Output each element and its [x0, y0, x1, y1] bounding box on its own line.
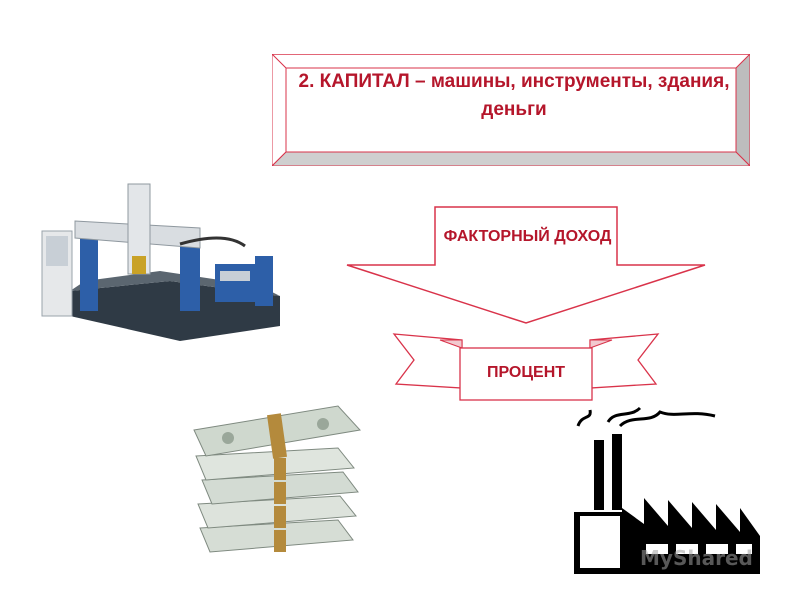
interest-ribbon: [392, 333, 660, 401]
machine-image: [30, 176, 300, 346]
title-box-frame: [272, 54, 750, 166]
watermark: MyShared: [640, 546, 753, 570]
interest-label: ПРОЦЕНТ: [486, 364, 566, 381]
factory-icon: [574, 406, 760, 574]
slide-title: 2. КАПИТАЛ – машины, инструменты, здания…: [298, 71, 730, 120]
money-image: [193, 405, 361, 553]
factor-income-label: ФАКТОРНЫЙ ДОХОД: [443, 228, 612, 245]
title-box: 2. КАПИТАЛ – машины, инструменты, здания…: [272, 54, 750, 166]
factor-income-arrow: [346, 206, 706, 324]
